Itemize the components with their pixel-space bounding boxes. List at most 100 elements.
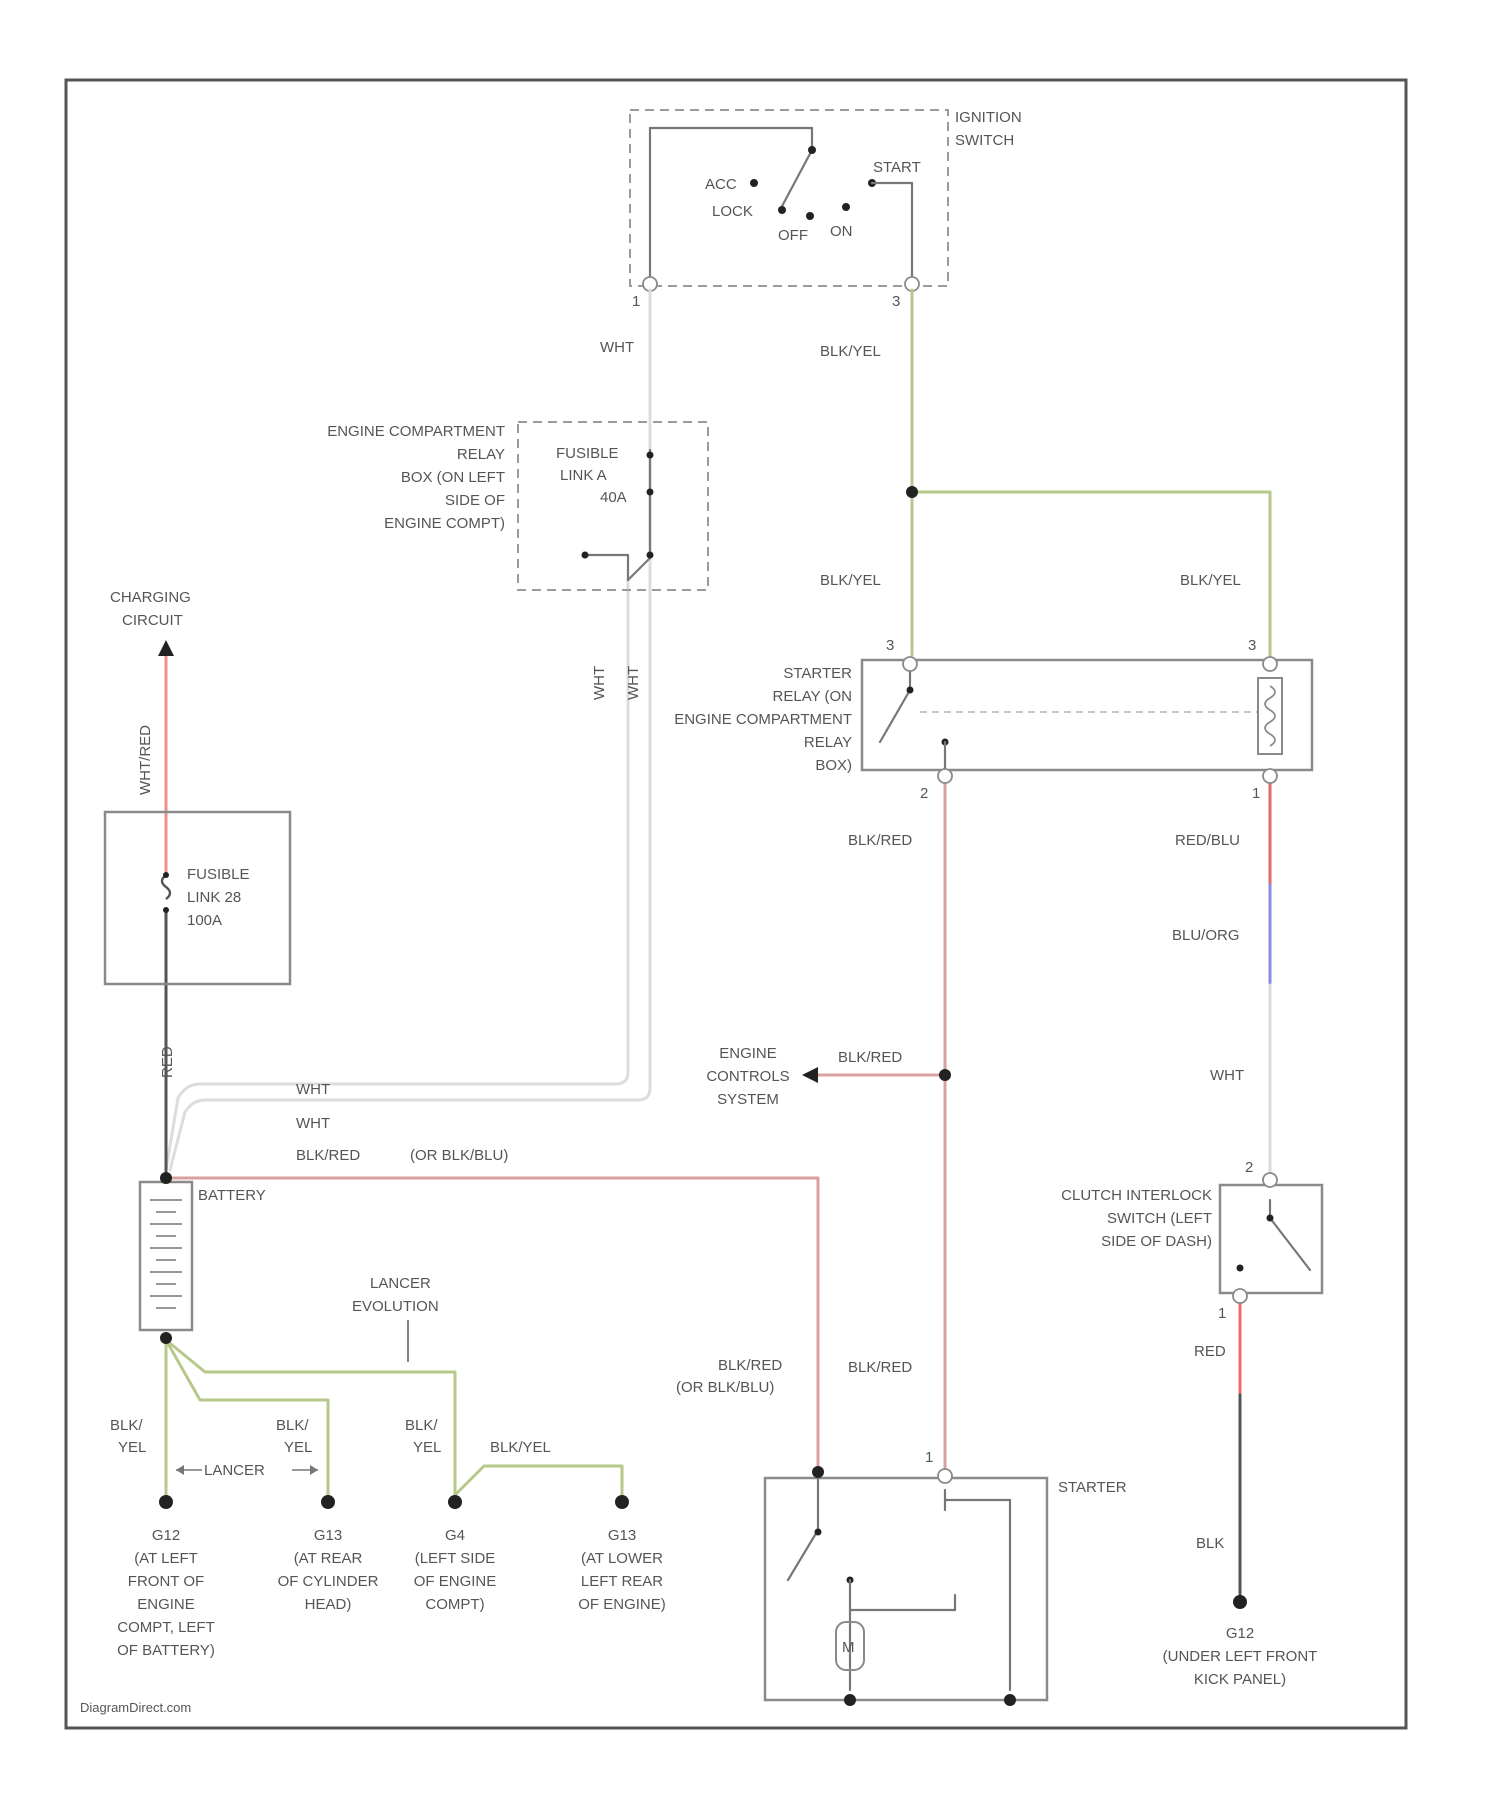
g3-line-1: (LEFT SIDE bbox=[415, 1550, 496, 1567]
g5-line-1: (UNDER LEFT FRONT bbox=[1163, 1648, 1318, 1665]
starter-relay-label-1: STARTER bbox=[783, 665, 852, 682]
wire-label-blk-red-3b: (OR BLK/BLU) bbox=[676, 1379, 774, 1396]
g1-line-3: ENGINE bbox=[137, 1596, 195, 1613]
starter-relay-pin-br: 1 bbox=[1252, 785, 1260, 802]
fusible-a-line-2: LINK A bbox=[560, 467, 607, 484]
wire-label-wht-v2: WHT bbox=[625, 666, 642, 700]
wire-label-blk-yel-b2: YEL bbox=[284, 1439, 312, 1456]
relay-box-label-2: RELAY bbox=[457, 446, 505, 463]
relay-box-label-4: SIDE OF bbox=[445, 492, 505, 509]
engine-controls-label-2: CONTROLS bbox=[706, 1068, 789, 1085]
wire-label-blk-yel-2: BLK/YEL bbox=[820, 572, 881, 589]
wire-label-blk-yel-c1: BLK/ bbox=[405, 1417, 438, 1434]
starter-relay-label-4: RELAY bbox=[804, 734, 852, 751]
g5-line-2: KICK PANEL) bbox=[1194, 1671, 1286, 1688]
clutch-interlock-switch: 2 1 CLUTCH INTERLOCK SWITCH (LEFT SIDE O… bbox=[1061, 1159, 1322, 1322]
fusible-a-line-1: FUSIBLE bbox=[556, 445, 619, 462]
starter: M 1 STARTER bbox=[765, 1449, 1127, 1706]
fusible-link-28: FUSIBLE LINK 28 100A RED bbox=[105, 812, 290, 1078]
wire-label-blk-yel-c2: YEL bbox=[413, 1439, 441, 1456]
wire-label-red-blu: RED/BLU bbox=[1175, 832, 1240, 849]
starter-relay-label-2: RELAY (ON bbox=[773, 688, 852, 705]
wire-label-blk-red-2: BLK/RED bbox=[838, 1049, 902, 1066]
clutch-label-3: SIDE OF DASH) bbox=[1101, 1233, 1212, 1250]
wire-label-blu-org: BLU/ORG bbox=[1172, 927, 1240, 944]
g4-line-2: LEFT REAR bbox=[581, 1573, 663, 1590]
starter-relay-pin-tr: 3 bbox=[1248, 637, 1256, 654]
g2-line-1: (AT REAR bbox=[294, 1550, 363, 1567]
variant-lancer: LANCER bbox=[204, 1462, 265, 1479]
relay-box-label-3: BOX (ON LEFT bbox=[401, 469, 505, 486]
ground-g13-cylinder-head: G13 (AT REAR OF CYLINDER HEAD) bbox=[278, 1495, 379, 1613]
g1-line-0: G12 bbox=[152, 1527, 180, 1544]
fusible-a-line-3: 40A bbox=[600, 489, 627, 506]
wire-label-wht-h2: WHT bbox=[296, 1115, 330, 1132]
junction-blk-yel bbox=[906, 486, 918, 498]
charging-label-1: CHARGING bbox=[110, 589, 191, 606]
wire-label-blk-g5: BLK bbox=[1196, 1535, 1224, 1552]
ignition-pos-lock: LOCK bbox=[712, 203, 753, 220]
g2-line-0: G13 bbox=[314, 1527, 342, 1544]
wire-label-red-clutch: RED bbox=[1194, 1343, 1226, 1360]
charging-circuit: CHARGING CIRCUIT WHT/RED bbox=[110, 589, 191, 795]
starter-pin: 1 bbox=[925, 1449, 933, 1466]
wire-label-blk-red-3a: BLK/RED bbox=[718, 1357, 782, 1374]
ignition-label-2: SWITCH bbox=[955, 132, 1014, 149]
wire-label-wht-v1: WHT bbox=[591, 666, 608, 700]
ignition-pin-3: 3 bbox=[892, 293, 900, 310]
engine-controls-label-3: SYSTEM bbox=[717, 1091, 779, 1108]
relay-box-label-5: ENGINE COMPT) bbox=[384, 515, 505, 532]
wire-label-wht-red: WHT/RED bbox=[137, 725, 154, 795]
starter-relay-label-5: BOX) bbox=[815, 757, 852, 774]
wire-label-blk-yel-b1: BLK/ bbox=[276, 1417, 309, 1434]
starter-relay-pin-bl: 2 bbox=[920, 785, 928, 802]
ignition-pin-1: 1 bbox=[632, 293, 640, 310]
junction-blk-red-ecm bbox=[939, 1069, 951, 1081]
ground-g13-engine-rear: G13 (AT LOWER LEFT REAR OF ENGINE) bbox=[578, 1495, 666, 1613]
ground-g4-engine-compt: G4 (LEFT SIDE OF ENGINE COMPT) bbox=[414, 1495, 497, 1613]
wire-label-blk-red-4: BLK/RED bbox=[848, 1359, 912, 1376]
wire-label-red-main: RED bbox=[159, 1046, 176, 1078]
ignition-pos-start: START bbox=[873, 159, 921, 176]
ignition-label-1: IGNITION bbox=[955, 109, 1022, 126]
engine-controls-system: ENGINE CONTROLS SYSTEM bbox=[706, 1045, 818, 1108]
ground-g12-kick-panel: G12 (UNDER LEFT FRONT KICK PANEL) bbox=[1163, 1595, 1318, 1688]
ignition-pos-off: OFF bbox=[778, 227, 808, 244]
wire-label-blk-yel-a1: BLK/ bbox=[110, 1417, 143, 1434]
wire-blk-red-battery-starter bbox=[166, 1178, 818, 1475]
wire-ground-g4 bbox=[455, 1466, 622, 1502]
wire-label-blk-yel-3: BLK/YEL bbox=[1180, 572, 1241, 589]
variant-evolution-2: EVOLUTION bbox=[352, 1298, 439, 1315]
g5-line-0: G12 bbox=[1226, 1625, 1254, 1642]
wire-label-blk-yel-1: BLK/YEL bbox=[820, 343, 881, 360]
g4-line-1: (AT LOWER bbox=[581, 1550, 663, 1567]
ignition-switch: IGNITION SWITCH ACC LOCK OFF ON START 1 … bbox=[630, 109, 1022, 310]
clutch-pin-bottom: 1 bbox=[1218, 1305, 1226, 1322]
g4-line-3: OF ENGINE) bbox=[578, 1596, 666, 1613]
g1-line-1: (AT LEFT bbox=[134, 1550, 198, 1567]
engine-controls-label-1: ENGINE bbox=[719, 1045, 777, 1062]
battery-label: BATTERY bbox=[198, 1187, 266, 1204]
fusible-28-line-2: LINK 28 bbox=[187, 889, 241, 906]
g4-line-0: G13 bbox=[608, 1527, 636, 1544]
g1-line-2: FRONT OF bbox=[128, 1573, 204, 1590]
g3-line-2: OF ENGINE bbox=[414, 1573, 497, 1590]
fusible-28-line-3: 100A bbox=[187, 912, 222, 929]
g2-line-3: HEAD) bbox=[305, 1596, 352, 1613]
g1-line-5: OF BATTERY) bbox=[117, 1642, 215, 1659]
ignition-pos-acc: ACC bbox=[705, 176, 737, 193]
g3-line-3: COMPT) bbox=[425, 1596, 484, 1613]
fusible-28-line-1: FUSIBLE bbox=[187, 866, 250, 883]
wire-label-blk-red-h: BLK/RED bbox=[296, 1147, 360, 1164]
clutch-label-2: SWITCH (LEFT bbox=[1107, 1210, 1212, 1227]
wire-label-blk-yel-a2: YEL bbox=[118, 1439, 146, 1456]
ignition-pos-on: ON bbox=[830, 223, 853, 240]
starter-label: STARTER bbox=[1058, 1479, 1127, 1496]
wire-label-blk-red-1: BLK/RED bbox=[848, 832, 912, 849]
clutch-label-1: CLUTCH INTERLOCK bbox=[1061, 1187, 1212, 1204]
starter-relay-label-3: ENGINE COMPARTMENT bbox=[674, 711, 852, 728]
g3-line-0: G4 bbox=[445, 1527, 465, 1544]
ground-g12-battery: G12 (AT LEFT FRONT OF ENGINE COMPT, LEFT… bbox=[117, 1495, 215, 1659]
wire-label-blk-yel-d: BLK/YEL bbox=[490, 1439, 551, 1456]
